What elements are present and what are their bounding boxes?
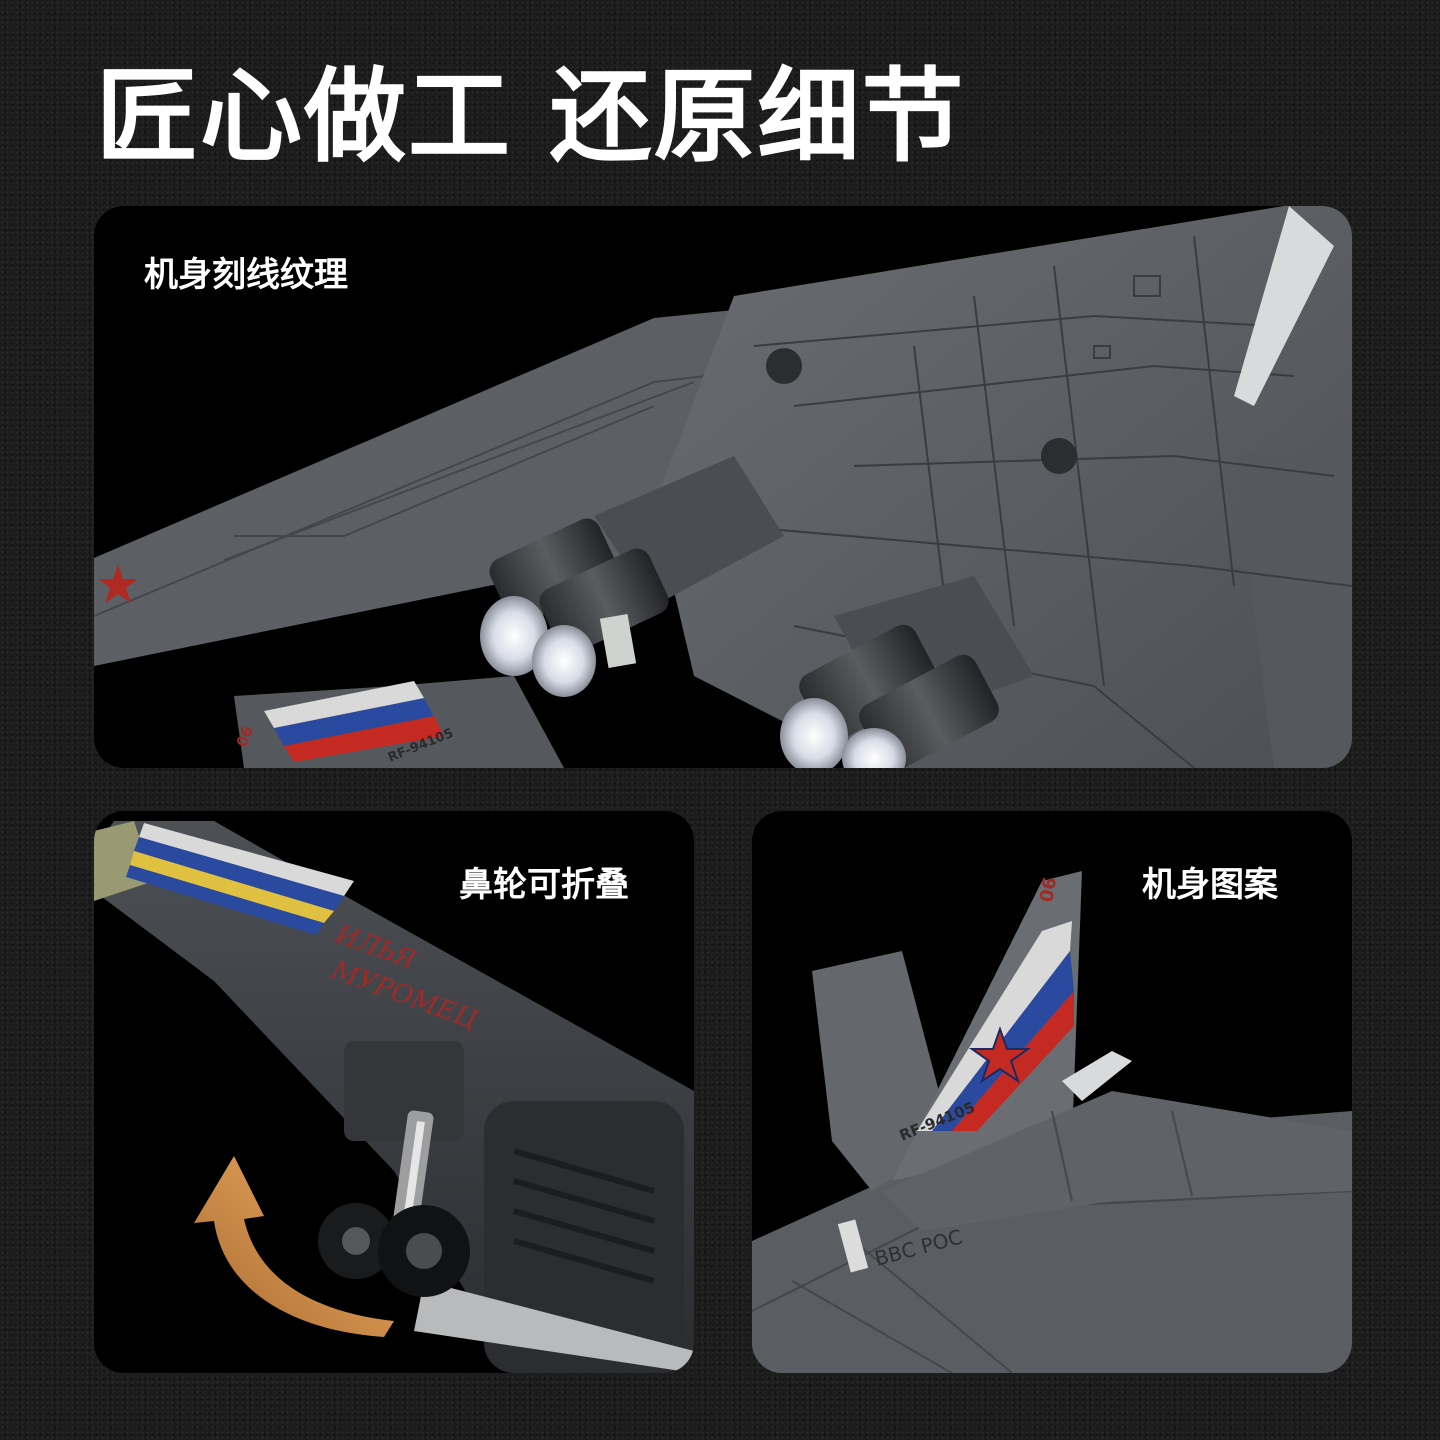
fuselage-lines-label: 机身刻线纹理	[144, 255, 348, 295]
livery-panel: 06 RF-94105 ВВС РОС 机身图案	[752, 811, 1352, 1373]
horizontal-stabilizer	[882, 1091, 1352, 1231]
gear-bay	[344, 1041, 464, 1141]
red-star-icon	[968, 1025, 1032, 1084]
livery-tail-number: 06	[1036, 876, 1061, 904]
fuselage-detail-panel: 机身刻线纹理	[94, 206, 1352, 768]
fuselage-underside-image	[94, 206, 1352, 768]
nose-gear-label: 鼻轮可折叠	[459, 865, 629, 905]
engine-nozzles	[480, 456, 1034, 768]
page-headline: 匠心做工 还原细节	[96, 58, 966, 177]
red-star-icon	[98, 564, 138, 603]
left-wing	[94, 302, 814, 666]
underwing-missile	[414, 1281, 694, 1373]
fuselage-body	[654, 206, 1352, 768]
nose-gear-image: ИЛЬЯ МУРОМЕЦ	[94, 821, 694, 1373]
right-tailplane	[1234, 446, 1352, 768]
access-knob	[766, 348, 802, 384]
livery-label: 机身图案	[1142, 865, 1278, 905]
nose-gear-panel: ИЛЬЯ МУРОМЕЦ 鼻轮可折叠	[94, 811, 694, 1373]
fold-direction-arrow-icon	[194, 1156, 394, 1337]
tail-livery-image: 06 RF-94105 ВВС РОС	[752, 871, 1352, 1373]
ventral-fin	[234, 676, 564, 768]
wingtip-missile	[1234, 206, 1334, 406]
access-knob	[1041, 438, 1077, 474]
wingtip-missile	[1062, 1051, 1132, 1101]
